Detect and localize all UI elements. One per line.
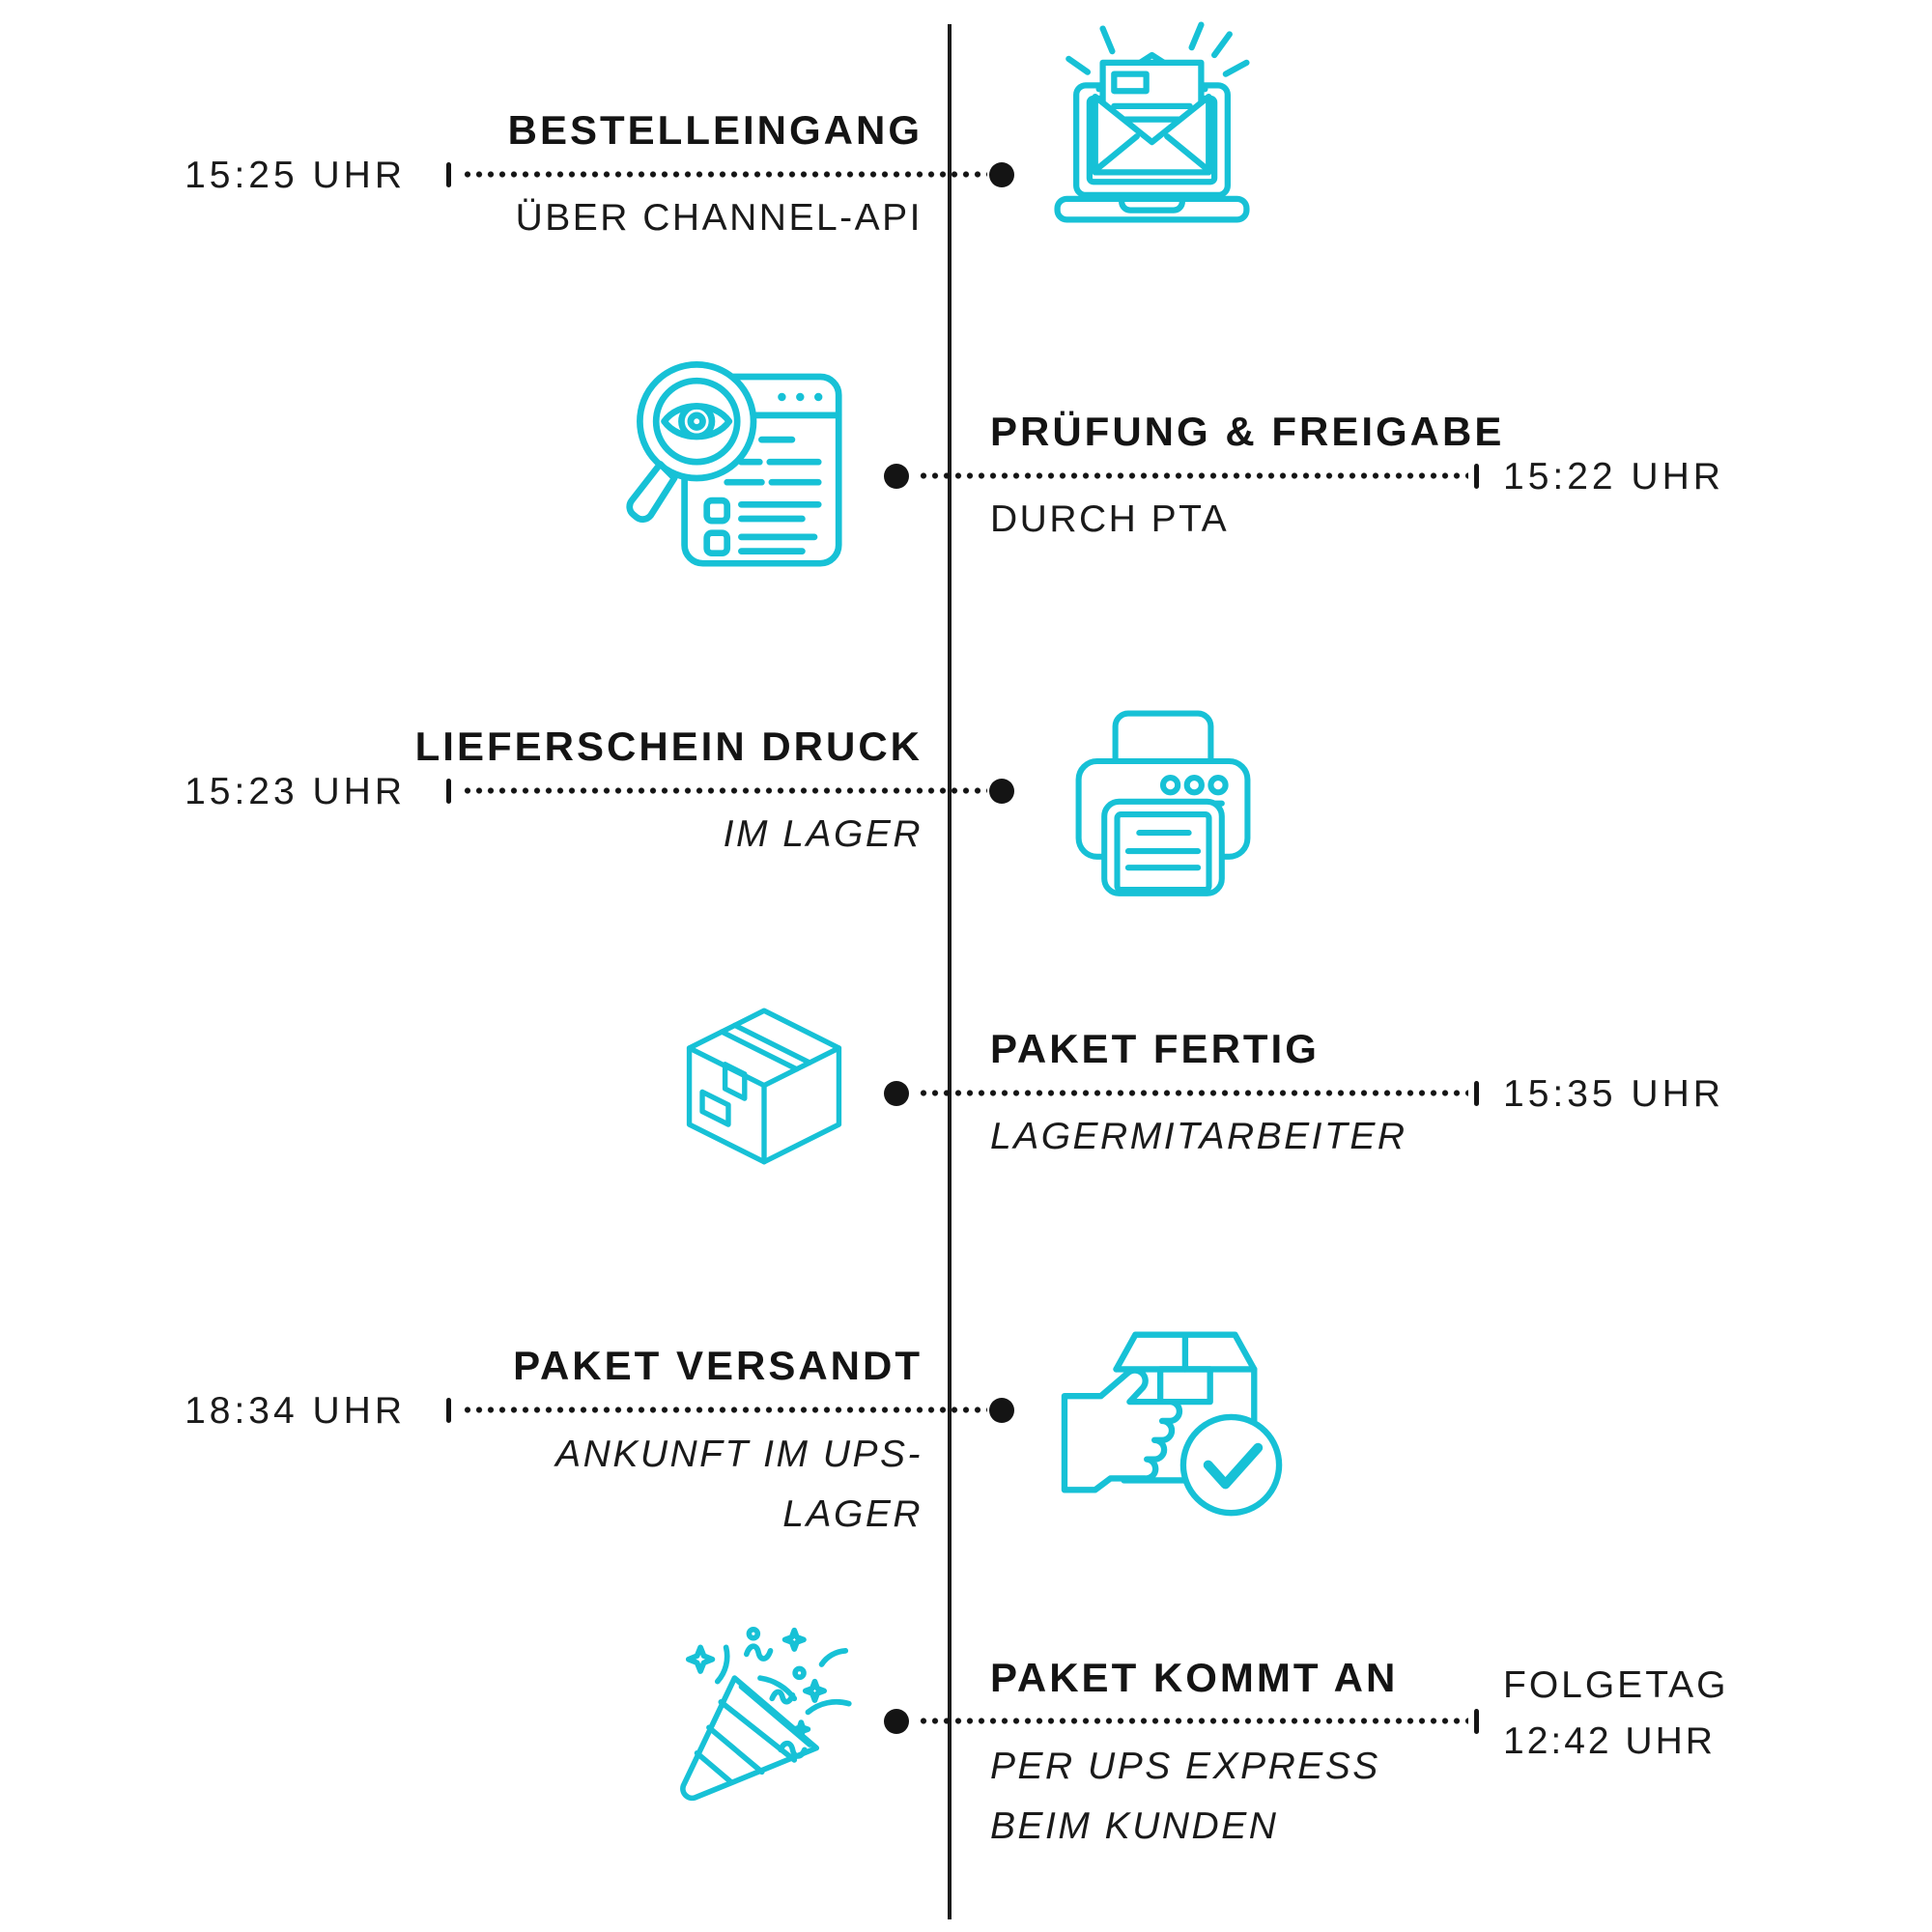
timeline-dot [989, 162, 1014, 187]
event-subtitle: PER UPS EXPRESS BEIM KUNDEN [990, 1737, 1570, 1857]
event-title: PAKET VERSANDT [513, 1343, 923, 1388]
timeline-dot [989, 779, 1014, 804]
time-tick [1474, 464, 1479, 489]
event-title: PAKET KOMMT AN [990, 1655, 1399, 1700]
event-time-line: FOLGETAG [1503, 1664, 1729, 1706]
leader-line [462, 1406, 987, 1414]
timeline-dot [884, 1081, 909, 1106]
event-time: 15:22 UHR [1503, 456, 1724, 497]
hand-package-check-icon [1059, 1300, 1289, 1530]
leader-line [918, 1717, 1468, 1725]
leader-line [462, 786, 987, 795]
event-subtitle: IM LAGER [723, 813, 923, 855]
event-subtitle-line: BEIM KUNDEN [990, 1805, 1279, 1847]
package-box-icon [667, 991, 862, 1186]
event-subtitle-line: PER UPS EXPRESS [990, 1746, 1380, 1787]
event-subtitle: LAGERMITARBEITER [990, 1116, 1407, 1157]
event-title: BESTELLEINGANG [507, 107, 923, 153]
party-popper-icon [665, 1613, 869, 1818]
event-subtitle: ANKUNFT IM UPS- LAGER [348, 1425, 923, 1545]
event-time: 15:25 UHR [185, 155, 406, 196]
timeline-axis [948, 24, 952, 1919]
time-tick [446, 162, 451, 187]
event-subtitle: ÜBER CHANNEL-API [515, 197, 923, 239]
laptop-email-icon [1038, 10, 1265, 237]
event-time: 15:23 UHR [185, 771, 406, 812]
event-title: PAKET FERTIG [990, 1026, 1320, 1071]
event-time-line: 12:42 UHR [1503, 1720, 1716, 1762]
time-tick [446, 779, 451, 804]
leader-line [918, 471, 1468, 480]
timeline-dot [884, 464, 909, 489]
magnifier-document-icon [611, 336, 855, 580]
event-title: PRÜFUNG & FREIGABE [990, 409, 1505, 454]
event-time: 15:35 UHR [1503, 1073, 1724, 1115]
time-tick [446, 1398, 451, 1423]
leader-line [918, 1089, 1468, 1097]
event-subtitle-line: ANKUNFT IM UPS- [555, 1434, 923, 1475]
timeline-dot [884, 1709, 909, 1734]
time-tick [1474, 1709, 1479, 1734]
event-title: LIEFERSCHEIN DRUCK [414, 724, 923, 769]
event-time: 18:34 UHR [185, 1390, 406, 1432]
event-subtitle: DURCH PTA [990, 498, 1230, 540]
printer-icon [1053, 688, 1273, 908]
event-subtitle-line: LAGER [782, 1493, 923, 1535]
leader-line [462, 170, 987, 179]
time-tick [1474, 1081, 1479, 1106]
event-time: FOLGETAG 12:42 UHR [1503, 1658, 1793, 1770]
timeline-dot [989, 1398, 1014, 1423]
